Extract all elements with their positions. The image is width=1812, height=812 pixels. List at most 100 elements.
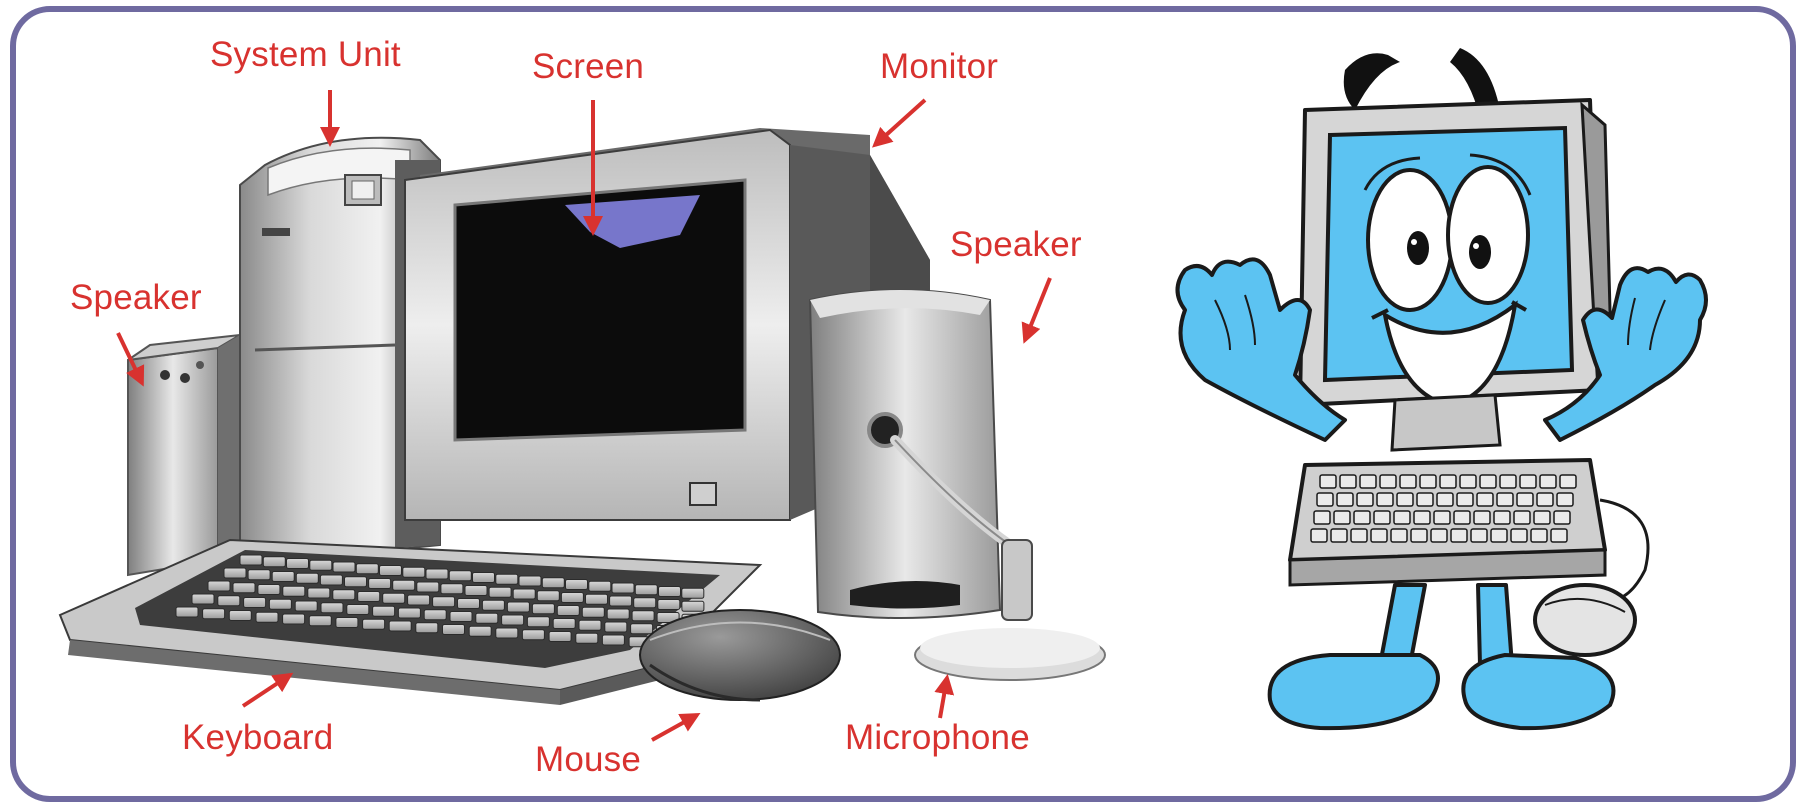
keyboard-key (507, 602, 529, 612)
cartoon-keyboard-key (1360, 475, 1376, 488)
cartoon-keyboard-key (1491, 529, 1507, 542)
keyboard-key (310, 560, 332, 570)
cartoon-keyboard-key (1517, 493, 1533, 506)
keyboard-key (424, 610, 446, 620)
keyboard-key (248, 570, 270, 580)
keyboard-key (450, 612, 472, 622)
cartoon-keyboard-key (1317, 493, 1333, 506)
keyboard-key (416, 623, 438, 633)
keyboard-key (443, 625, 465, 635)
keyboard-key (308, 588, 330, 598)
keyboard-key (659, 587, 681, 597)
keyboard-key (272, 572, 294, 582)
cartoon-keyboard-key (1411, 529, 1427, 542)
cartoon-keyboard-key (1340, 475, 1356, 488)
keyboard-key (482, 600, 504, 610)
keyboard-key (208, 581, 230, 591)
label-system-unit: System Unit (210, 35, 401, 75)
cartoon-keyboard-key (1374, 511, 1390, 524)
cartoon-keyboard-key (1357, 493, 1373, 506)
keyboard-key (383, 593, 405, 603)
cartoon-keyboard-key (1380, 475, 1396, 488)
keyboard-key (610, 596, 632, 606)
cartoon-keyboard-key (1531, 529, 1547, 542)
keyboard-key (607, 609, 629, 619)
keyboard-key (522, 630, 544, 640)
keyboard-key (283, 586, 305, 596)
keyboard-key (258, 585, 280, 595)
keyboard-key (586, 594, 608, 604)
keyboard-key (218, 596, 240, 606)
label-speaker-right: Speaker (950, 225, 1082, 265)
cartoon-keyboard-key (1334, 511, 1350, 524)
mouse (640, 610, 840, 700)
keyboard-key (582, 607, 604, 617)
keyboard-key (408, 595, 430, 605)
cartoon-keyboard-key (1400, 475, 1416, 488)
cartoon-keyboard-key (1454, 511, 1470, 524)
cartoon-keyboard-key (1331, 529, 1347, 542)
cartoon-keyboard-key (1451, 529, 1467, 542)
cartoon-keyboard-key (1417, 493, 1433, 506)
cartoon-keyboard-key (1474, 511, 1490, 524)
label-screen: Screen (532, 47, 644, 87)
cartoon-keyboard-key (1394, 511, 1410, 524)
keyboard-key (347, 605, 369, 615)
keyboard-key (336, 618, 358, 628)
cartoon-keyboard-key (1457, 493, 1473, 506)
keyboard-key (363, 619, 385, 629)
keyboard-key (295, 601, 317, 611)
label-monitor: Monitor (880, 47, 998, 87)
cartoon-keyboard-key (1520, 475, 1536, 488)
cartoon-computer (1178, 48, 1707, 728)
keyboard-key (469, 626, 491, 636)
keyboard-key (269, 599, 291, 609)
cartoon-keyboard-key (1477, 493, 1493, 506)
keyboard-key (240, 555, 262, 565)
cartoon-keyboard-key (1537, 493, 1553, 506)
keyboard-key (496, 574, 518, 584)
cartoon-keyboard-key (1540, 475, 1556, 488)
keyboard-key (345, 577, 367, 587)
label-keyboard: Keyboard (182, 718, 333, 758)
keyboard-key (369, 579, 391, 589)
cartoon-keyboard-key (1351, 529, 1367, 542)
keyboard-key (244, 598, 266, 608)
keyboard-key (224, 568, 246, 578)
cartoon-keyboard-key (1480, 475, 1496, 488)
keyboard-key (176, 607, 198, 617)
cartoon-keyboard-key (1497, 493, 1513, 506)
keyboard-key (682, 588, 704, 598)
keyboard-key (373, 606, 395, 616)
keyboard-key (553, 619, 575, 629)
keyboard-key (496, 628, 518, 638)
keyboard-key (320, 575, 342, 585)
keyboard-key (513, 589, 535, 599)
keyboard-key (527, 617, 549, 627)
keyboard-key (333, 590, 355, 600)
cartoon-keyboard-key (1371, 529, 1387, 542)
keyboard-key (449, 571, 471, 581)
keyboard-key (576, 633, 598, 643)
cartoon-keyboard-key (1354, 511, 1370, 524)
keyboard-key (403, 567, 425, 577)
keyboard-key (283, 614, 305, 624)
keyboard-key (612, 583, 634, 593)
cartoon-keyboard-key (1560, 475, 1576, 488)
keyboard-key (579, 620, 601, 630)
keyboard-key (682, 601, 704, 611)
label-speaker-left: Speaker (70, 278, 202, 318)
keyboard-key (296, 573, 318, 583)
keyboard-key (635, 585, 657, 595)
cartoon-keyboard-key (1514, 511, 1530, 524)
cartoon-keyboard-key (1437, 493, 1453, 506)
keyboard-key (519, 576, 541, 586)
keyboard-key (502, 615, 524, 625)
cartoon-keyboard-key (1500, 475, 1516, 488)
keyboard-key (473, 573, 495, 583)
keyboard-key (631, 624, 653, 634)
cartoon-keyboard-key (1557, 493, 1573, 506)
cartoon-keyboard-key (1494, 511, 1510, 524)
cartoon-keyboard-key (1414, 511, 1430, 524)
cartoon-keyboard-key (1337, 493, 1353, 506)
